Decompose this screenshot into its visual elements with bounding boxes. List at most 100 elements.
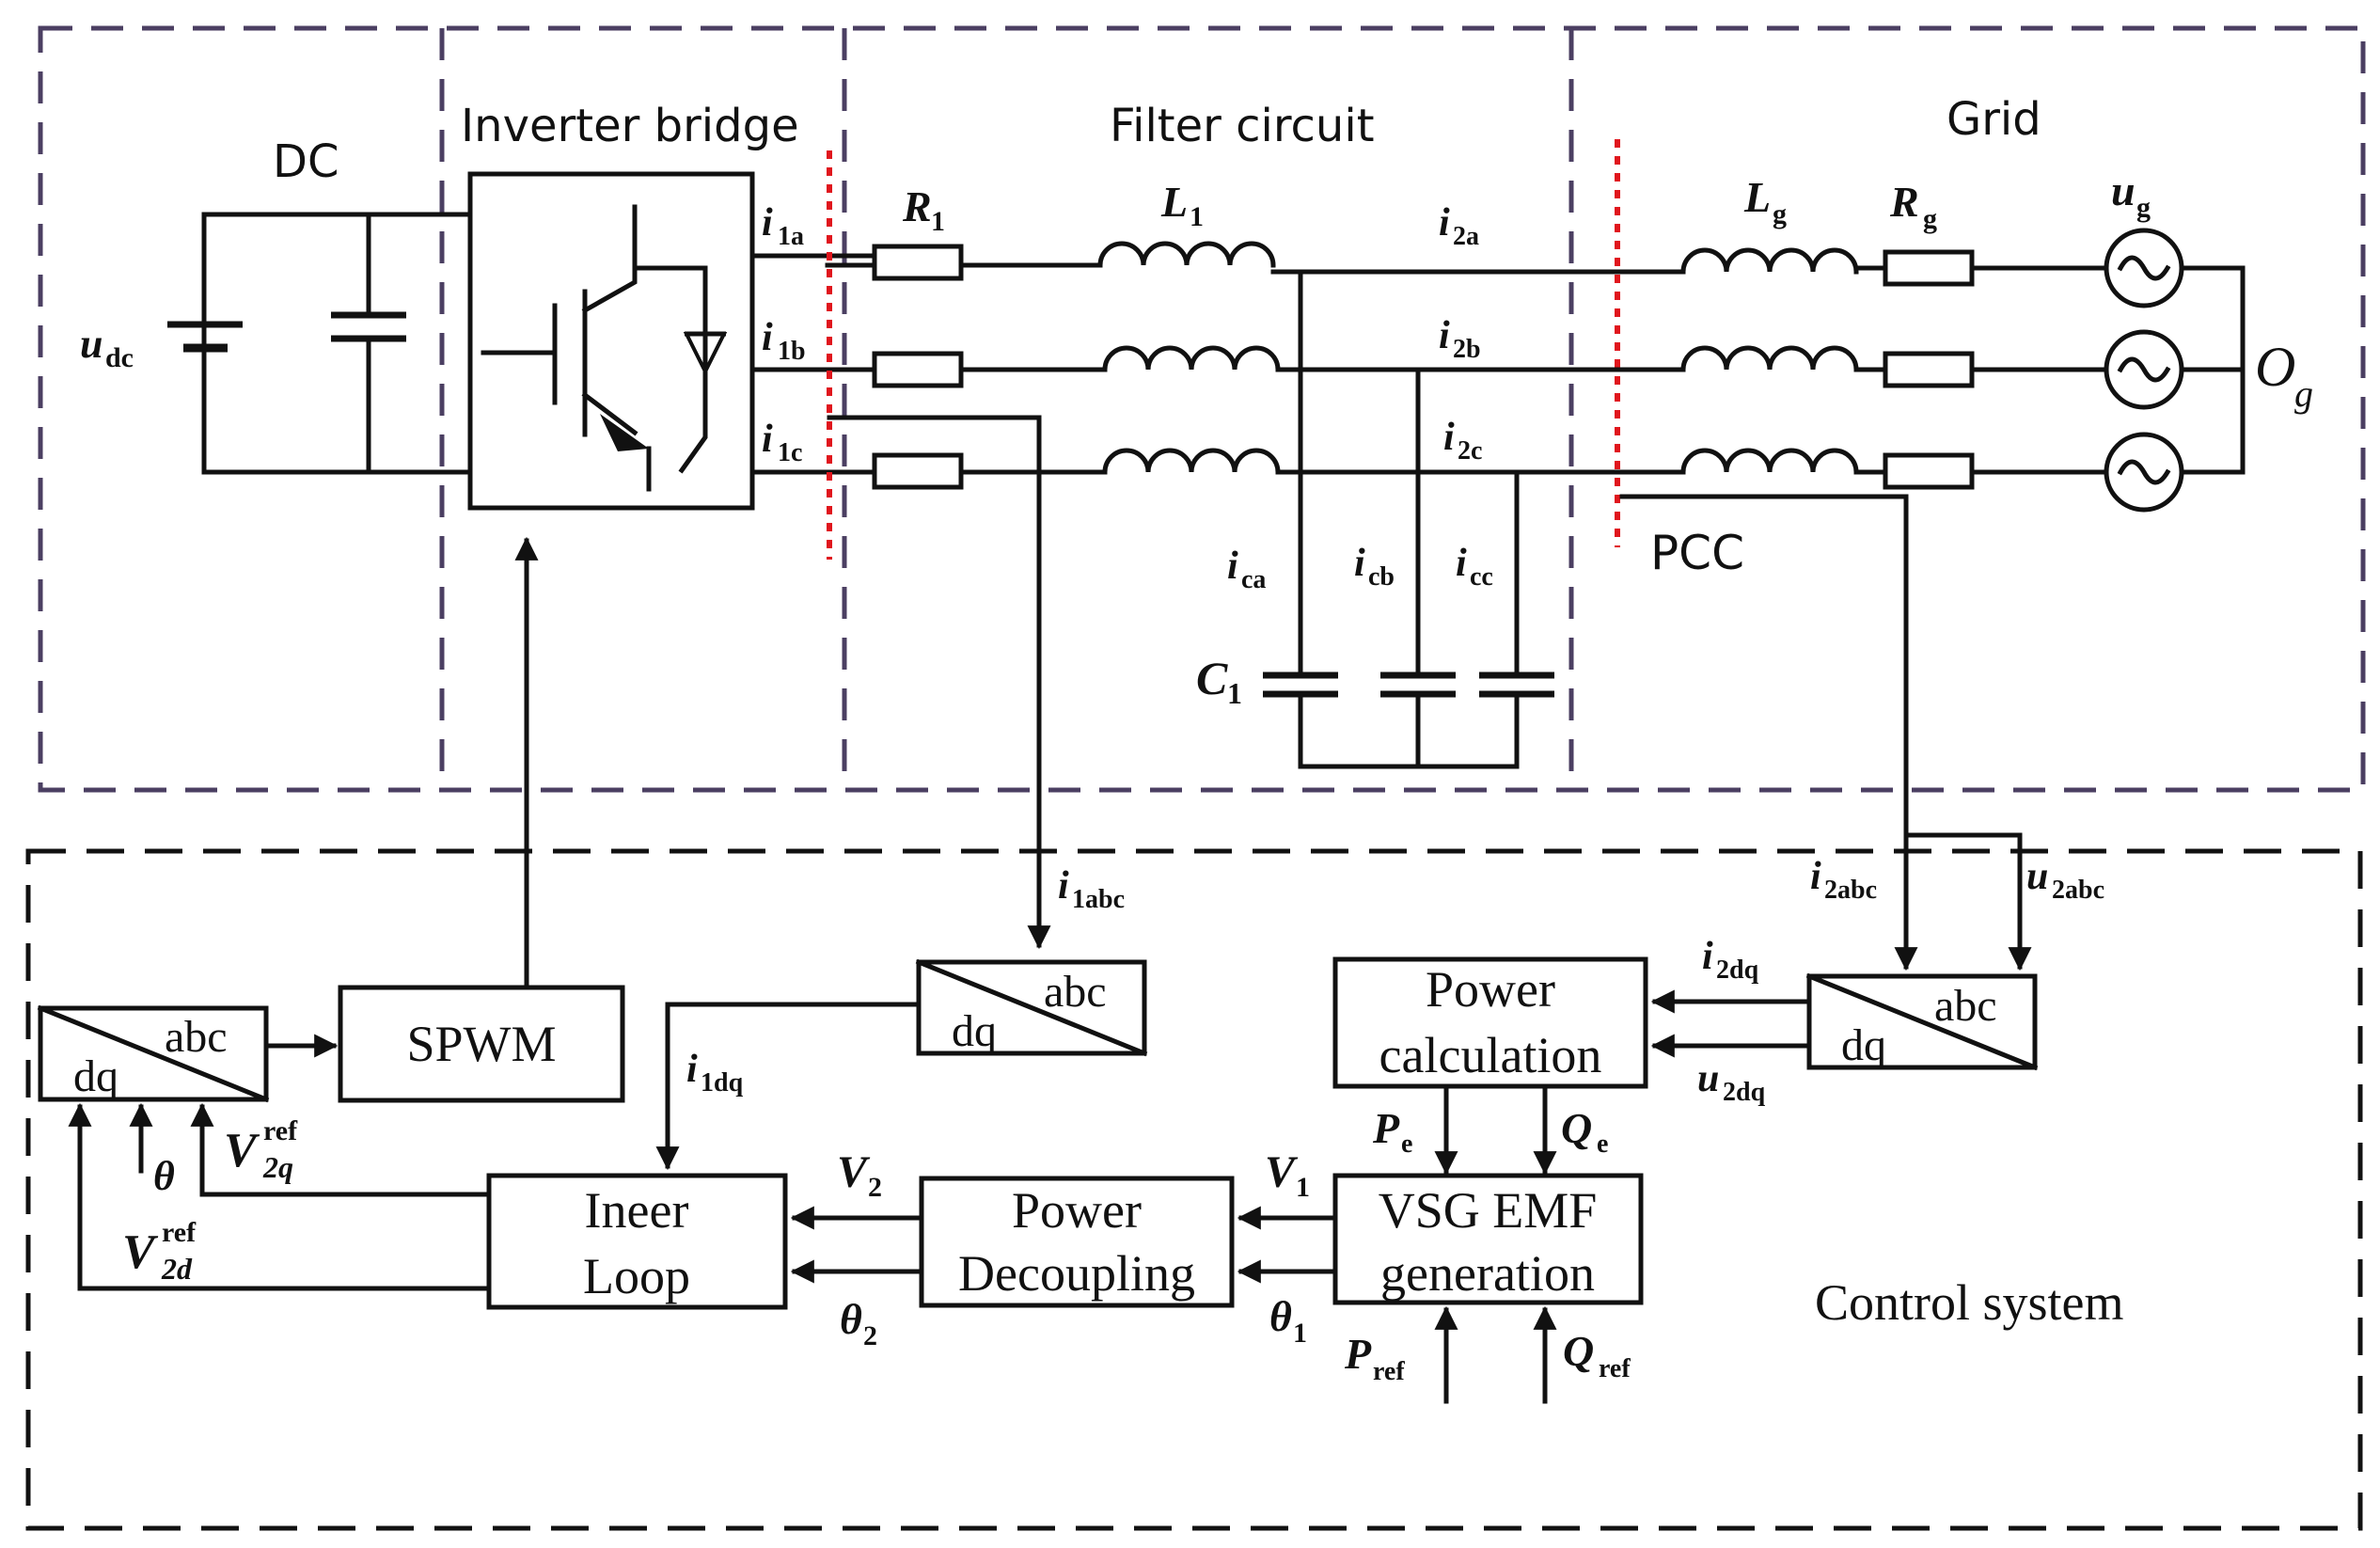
ug-sub: g: [2136, 192, 2151, 223]
i2a-sub: 2a: [1453, 222, 1479, 251]
rg-resistor-a: [1883, 249, 1975, 287]
inner-loop-line1: Ineer: [585, 1182, 689, 1239]
lg-inductor-c: [1680, 448, 1859, 475]
inner-loop-block: Ineer Loop: [486, 1173, 788, 1310]
region-title-filter: Filter circuit: [1110, 100, 1375, 152]
v2q-sup: ref: [263, 1115, 298, 1146]
l1-label: L: [1160, 178, 1188, 226]
i1b-label: i: [762, 316, 773, 359]
i1dq-sub: 1dq: [701, 1068, 744, 1098]
u2abc-sub: 2abc: [2052, 876, 2104, 905]
vsg-emf-block: VSG EMF generation: [1332, 1173, 1644, 1305]
igbt-emitter-arrow: [600, 414, 649, 451]
l1-inductor-c: [1102, 448, 1281, 475]
udc-sub: dc: [105, 342, 134, 373]
rg-sub: g: [1923, 203, 1937, 234]
c1-sub: 1: [1227, 676, 1242, 710]
udc-label: u: [80, 321, 102, 367]
theta2-label: θ: [840, 1295, 862, 1343]
r1-resistor-c: [872, 452, 964, 490]
qe-label: Q: [1561, 1104, 1592, 1152]
v2-sub: 2: [868, 1172, 882, 1203]
i1c-sub: 1c: [778, 438, 802, 467]
power-decoupling-block: Power Decoupling: [919, 1176, 1235, 1308]
qref-label: Q: [1563, 1327, 1594, 1375]
ica-label: i: [1227, 545, 1238, 588]
v2d-sub: 2d: [161, 1252, 193, 1286]
power-stage-border: [38, 25, 2366, 793]
i2b-sub: 2b: [1453, 335, 1481, 364]
grid-side: [1619, 228, 2246, 948]
region-title-inverter: Inverter bridge: [461, 100, 799, 152]
spwm-label: SPWM: [406, 1016, 556, 1072]
i1dq-wire: [655, 1002, 922, 1171]
region-title-dc: DC: [273, 135, 339, 188]
power-calc-line1: Power: [1426, 961, 1555, 1018]
control-system-border: [25, 848, 2363, 1531]
decoupling-line1: Power: [1012, 1182, 1142, 1239]
dc-source: [167, 212, 473, 475]
i2c-label: i: [1443, 416, 1455, 459]
inverter-bridge: [467, 171, 755, 511]
inverter-box: [467, 171, 755, 511]
u2dq-label: u: [1697, 1057, 1719, 1100]
i2dq-label: i: [1702, 935, 1713, 978]
i2dq-sub: 2dq: [1716, 956, 1759, 985]
r1-resistor-a: [872, 244, 964, 281]
transform-abc-dq-mid: abc dq: [915, 958, 1148, 1057]
rg-label: R: [1889, 178, 1919, 226]
v2q-ref-wire: [190, 1102, 492, 1197]
og-sub: g: [2294, 372, 2313, 415]
qref-sub: ref: [1599, 1354, 1631, 1383]
rg-resistor-b: [1883, 351, 1975, 388]
transform-right-abc: abc: [1934, 981, 1997, 1031]
theta1-sub: 1: [1293, 1318, 1307, 1349]
ica-sub: ca: [1241, 565, 1266, 594]
pe-sub: e: [1401, 1129, 1412, 1159]
transform-left-abc: abc: [165, 1012, 228, 1062]
v2-label: V: [837, 1147, 871, 1197]
v2d-ref-wire: [68, 1102, 492, 1291]
l1-inductor-b: [1102, 345, 1281, 372]
theta-label: θ: [153, 1153, 175, 1199]
icb-sub: cb: [1368, 562, 1395, 592]
icc-sub: cc: [1470, 562, 1493, 592]
v1-label: V: [1265, 1147, 1299, 1197]
i1dq-label: i: [686, 1048, 698, 1091]
theta1-label: θ: [1269, 1292, 1292, 1340]
r1-sub: 1: [931, 206, 945, 237]
vsg-line2: generation: [1380, 1245, 1595, 1302]
i2c-sub: 2c: [1458, 436, 1482, 466]
power-calc-line2: calculation: [1379, 1027, 1602, 1083]
lg-sub: g: [1773, 198, 1787, 229]
i1abc-sub: 1abc: [1072, 885, 1125, 914]
pref-label: P: [1344, 1330, 1372, 1378]
spwm-block: SPWM: [338, 985, 625, 1103]
pe-label: P: [1372, 1104, 1400, 1152]
rg-resistor-c: [1883, 452, 1975, 490]
u2abc-label: u: [2026, 855, 2048, 898]
i2b-label: i: [1439, 314, 1450, 357]
icb-label: i: [1354, 542, 1365, 585]
v2q-sub: 2q: [262, 1150, 293, 1184]
i1a-sub: 1a: [778, 222, 804, 251]
vsg-line1: VSG EMF: [1379, 1182, 1598, 1239]
v2q-label: V: [224, 1124, 260, 1177]
l1-sub: 1: [1190, 201, 1204, 232]
l1-inductor-a: [1097, 241, 1276, 268]
transform-right-dq: dq: [1841, 1020, 1886, 1070]
qe-sub: e: [1597, 1129, 1608, 1159]
lg-label: L: [1743, 173, 1771, 221]
power-stage-regions: [38, 25, 2366, 793]
i1abc-label: i: [1058, 864, 1069, 908]
i1c-label: i: [762, 418, 773, 461]
theta2-sub: 2: [863, 1320, 877, 1351]
i2abc-sub: 2abc: [1824, 876, 1877, 905]
c1-label: C: [1196, 652, 1228, 704]
v1-sub: 1: [1296, 1172, 1310, 1203]
power-calculation-block: Power calculation: [1332, 956, 1648, 1089]
i2a-label: i: [1439, 201, 1450, 245]
i1abc-feedback-wire: [827, 415, 1051, 950]
lg-inductor-b: [1680, 345, 1859, 372]
